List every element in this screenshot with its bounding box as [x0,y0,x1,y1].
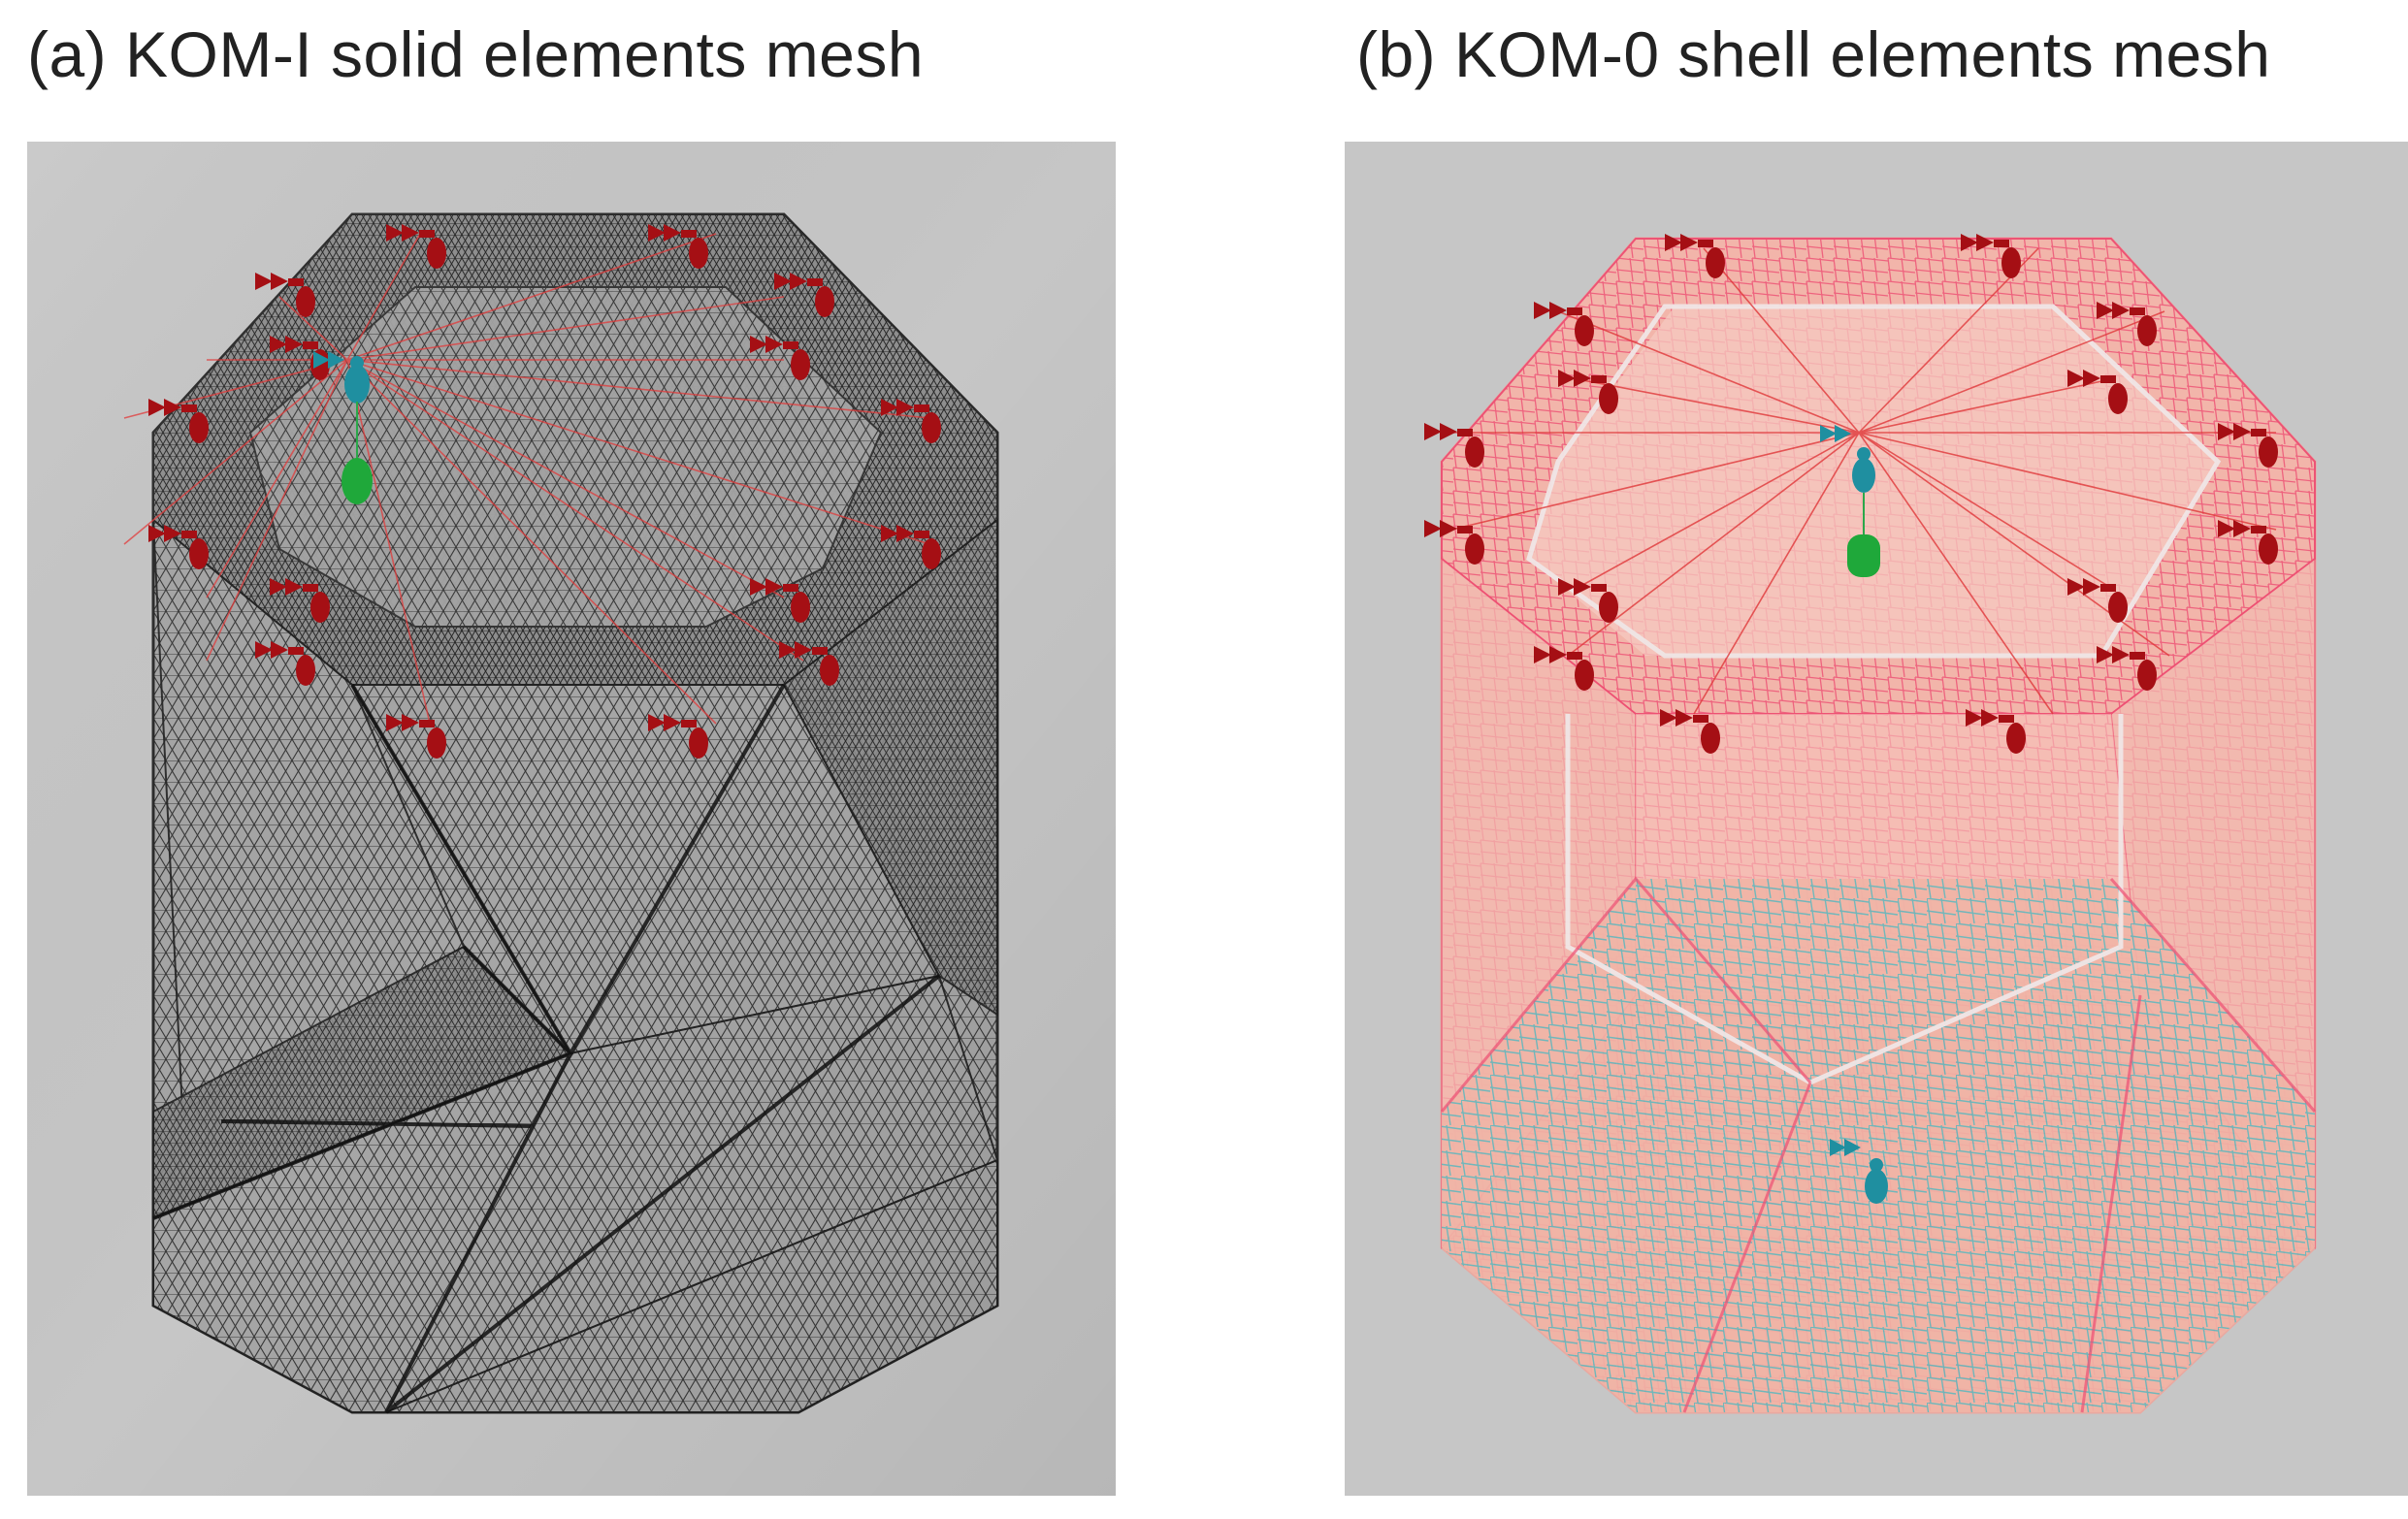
viewport-solid-mesh[interactable] [27,142,1116,1496]
shell-mesh-drawing [1345,142,2408,1496]
bottom-face [1442,879,2315,1412]
teal-reference-node-icon [1820,425,1875,493]
rigid-links [1450,247,2277,715]
green-mass-node-icon [342,458,373,504]
red-constraint-arrow-icon [148,224,941,759]
teal-reference-node-icon [313,351,370,404]
caption-a: (a) KOM-I solid elements mesh [27,18,925,90]
caption-b: (b) KOM-0 shell elements mesh [1356,18,2271,90]
rigid-links [123,233,930,725]
viewport-shell-mesh[interactable] [1345,142,2408,1496]
teal-reference-node-icon [1830,1139,1888,1204]
solid-mesh-drawing [27,142,1116,1496]
red-constraint-arrow-icon [1424,234,2278,754]
green-mass-node-icon [1847,534,1880,577]
